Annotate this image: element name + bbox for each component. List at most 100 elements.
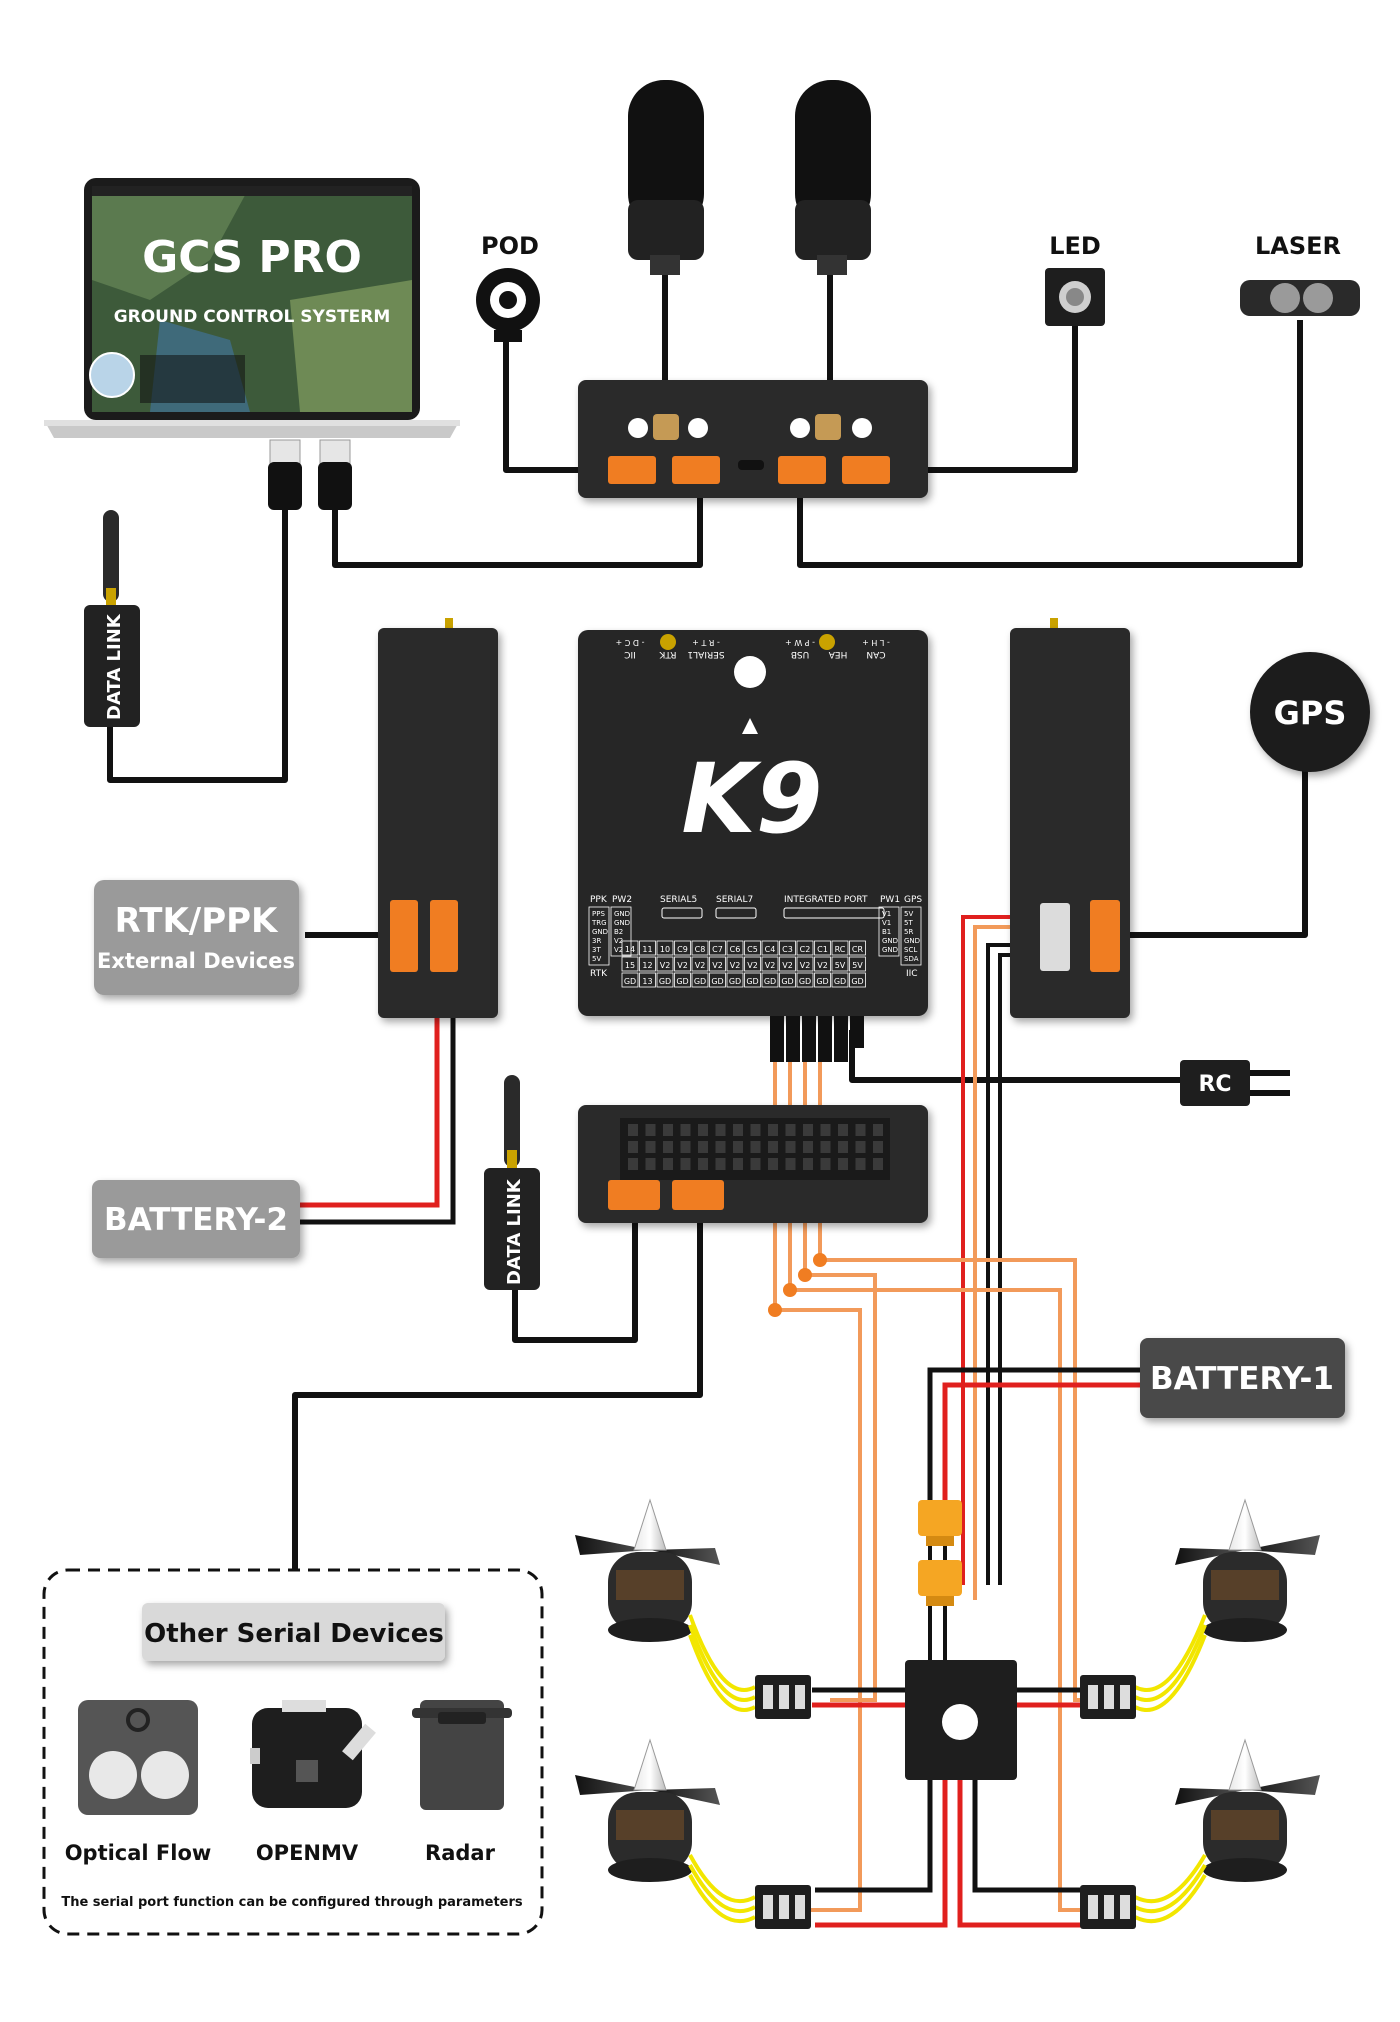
header-pin (733, 1141, 743, 1153)
k9-pin-label: GND (882, 946, 898, 954)
k9-pin-label: PPS (592, 910, 605, 918)
battery1-wires (927, 1367, 1140, 1500)
k9-output-pin: V2 (730, 961, 741, 970)
k9-pin-label: B2 (614, 928, 623, 936)
k9-pin-label: 5T (904, 919, 913, 927)
motor-assembly (575, 1498, 756, 1712)
k9-output-pin: V2 (712, 961, 723, 970)
k9-port-serial1: SERIAL1 (687, 649, 724, 659)
rtk-ppk-title: RTK/PPK (115, 901, 279, 941)
k9-pin-label: 3T (592, 946, 601, 954)
header-pin (698, 1124, 708, 1136)
other-devices-panel (42, 1568, 544, 1936)
radar-icon (412, 1700, 512, 1810)
k9-output-pin: V2 (782, 961, 793, 970)
motors (575, 1498, 1320, 1929)
gps-label: GPS (1274, 694, 1347, 732)
esc-module (755, 1885, 811, 1929)
k9-output-pin: V2 (747, 961, 758, 970)
k9-output-pin: GD (799, 977, 811, 986)
propeller-blade (1245, 1775, 1320, 1795)
radar-label: Radar (425, 1841, 496, 1865)
k9-output-pin: GD (694, 977, 706, 986)
gps-module-icon (1250, 652, 1370, 772)
k9-pin-label: B1 (882, 928, 891, 936)
usb-plug-left (268, 439, 302, 510)
k9-pin-label: V2 (614, 946, 623, 954)
header-pin (785, 1158, 796, 1170)
k9-output-pin: V2 (800, 961, 811, 970)
laptop: GCS PRO GROUND CONTROL SYSTERM (44, 178, 460, 438)
k9-pin-lh: - L H + (862, 638, 890, 647)
data-link-bottom: DATA LINK (484, 1075, 540, 1290)
k9-pin-label: 5R (904, 928, 913, 936)
k9-output-pin: GD (729, 977, 741, 986)
bottom-hub-pin-header (628, 1124, 883, 1170)
k9-iic-label: IIC (906, 969, 918, 979)
k9-top-ports: IIC RTK SERIAL1 USB HEA CAN - D C + - R … (616, 638, 890, 659)
battery2-wires (300, 975, 456, 1225)
header-pin (803, 1158, 813, 1170)
k9-pin-label: SCL (904, 946, 917, 954)
k9-output-pin: 5V (835, 961, 846, 970)
laser-label: LASER (1255, 232, 1341, 260)
header-pin (803, 1124, 813, 1136)
k9-output-pin: 14 (625, 945, 635, 954)
pod-camera-icon (476, 268, 540, 342)
led-icon (1045, 268, 1105, 326)
k9-gps: GPS (904, 895, 922, 905)
k9-port-hea: HEA (828, 649, 847, 659)
top-hub-details (608, 414, 890, 484)
gps-interface-module (1010, 618, 1130, 1018)
xt60-connector-bottom (918, 1560, 962, 1606)
k9-pin-label: 5V (904, 910, 913, 918)
header-pin (838, 1158, 848, 1170)
k9-output-pin: GD (659, 977, 671, 986)
esc-module (755, 1675, 811, 1719)
header-pin (715, 1124, 726, 1136)
k9-pin-label: V2 (614, 937, 623, 945)
header-pin (715, 1141, 726, 1153)
esc-module (1080, 1885, 1136, 1929)
openmv-icon (250, 1700, 376, 1808)
k9-output-pin: C5 (747, 945, 758, 954)
k9-output-pin: C4 (765, 945, 776, 954)
header-pin (873, 1158, 883, 1170)
k9-pin-rt: - R T + (692, 638, 720, 647)
header-pin (768, 1141, 778, 1153)
k9-output-pin: CR (852, 945, 864, 954)
header-pin (820, 1124, 831, 1136)
header-pin (820, 1158, 831, 1170)
k9-pin-dc: - D C + (616, 638, 645, 647)
header-pin (663, 1141, 673, 1153)
motor-assembly (1134, 1738, 1320, 1924)
k9-serial5: SERIAL5 (660, 895, 697, 905)
k9-output-pin: GD (624, 977, 636, 986)
led-label: LED (1049, 232, 1101, 260)
header-pin (750, 1158, 761, 1170)
header-pin (715, 1158, 726, 1170)
k9-pin-label: GND (614, 919, 630, 927)
header-pin (645, 1124, 656, 1136)
header-pin (838, 1141, 848, 1153)
k9-rtk-label: RTK (590, 969, 608, 979)
k9-output-pin: GD (851, 977, 863, 986)
header-pin (663, 1158, 673, 1170)
top-hub-module (578, 380, 928, 498)
k9-output-header (770, 1016, 864, 1062)
pod-label: POD (481, 232, 539, 260)
k9-output-pin: C3 (782, 945, 793, 954)
rc-label: RC (1198, 1072, 1231, 1097)
k9-port-rtk: RTK (658, 649, 676, 659)
header-pin (768, 1158, 778, 1170)
header-pin (838, 1124, 848, 1136)
k9-output-pin: GD (676, 977, 688, 986)
data-link-top-label: DATA LINK (104, 613, 125, 720)
propeller-blade (575, 1775, 650, 1795)
header-pin (663, 1124, 673, 1136)
header-pin (768, 1124, 778, 1136)
k9-output-pin: 13 (642, 977, 652, 986)
header-pin (628, 1158, 638, 1170)
propeller-blade (575, 1535, 650, 1555)
